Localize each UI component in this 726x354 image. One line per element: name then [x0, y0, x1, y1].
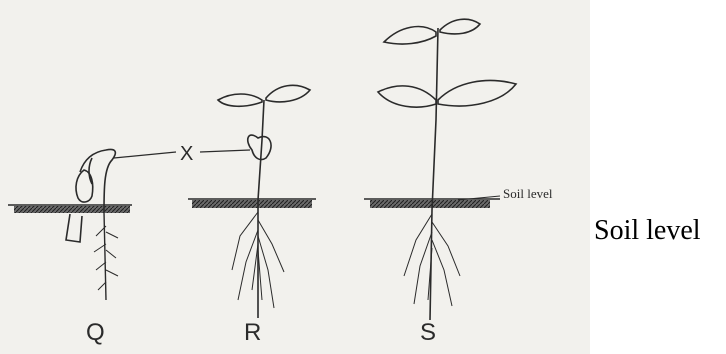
seedling-s	[378, 19, 516, 320]
soil-strip-r	[188, 199, 316, 208]
soil-level-label: Soil level	[594, 217, 701, 245]
stage-label-q: Q	[86, 319, 105, 346]
stage-label-r: R	[244, 319, 261, 346]
stage-label-s: S	[420, 319, 436, 346]
soil-strip-q	[8, 205, 132, 213]
seedling-q	[66, 149, 118, 300]
x-label: X	[180, 143, 193, 165]
soil-level-inner-label: Soil level	[503, 186, 553, 201]
